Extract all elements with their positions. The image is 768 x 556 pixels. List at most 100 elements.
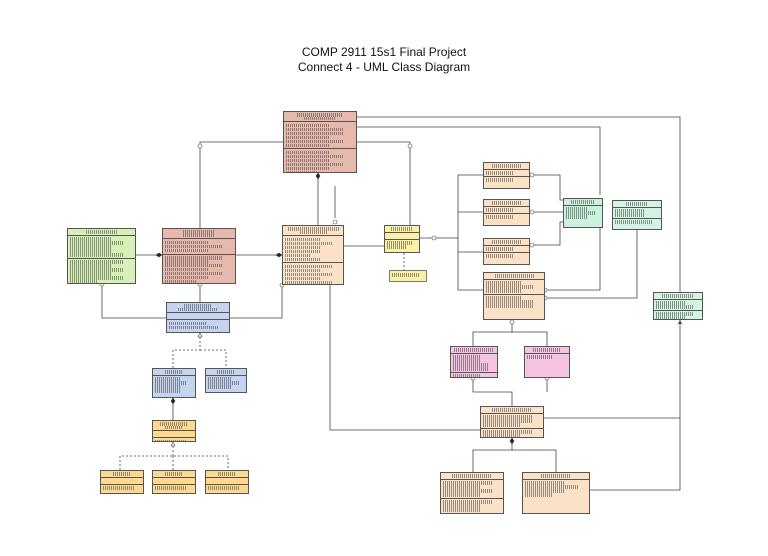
realization-line [200,349,227,368]
class-header [523,473,589,480]
realization-arrowhead [197,332,203,338]
title-line-1: COMP 2911 15s1 Final Project [301,45,467,59]
class-operations [451,373,497,377]
realization-arrowhead [170,441,176,447]
class-header [153,471,195,478]
class-operations [153,485,195,491]
class-header [564,199,602,206]
association-line [457,238,483,253]
class-operations [101,485,143,491]
class-player-dialog [450,346,498,378]
interface-note [389,270,427,282]
class-attributes [153,376,195,394]
class-game-board-panel [282,225,344,285]
class-header [283,226,343,237]
class-attributes [523,480,589,498]
class-strategy-hard [205,470,249,494]
class-attributes [283,236,343,264]
class-attributes [484,170,529,177]
class-header [525,347,569,354]
association-line [545,225,638,299]
class-board [67,228,136,284]
class-ai-player [152,368,196,398]
class-header [484,163,529,170]
class-operations [153,438,195,441]
association-end [431,235,437,241]
class-header [451,347,497,354]
class-operations [484,214,529,220]
association-line [472,320,513,346]
association-line [512,331,548,346]
association-end [407,143,413,149]
class-attributes [654,300,702,311]
class-operations [167,320,229,330]
class-header [101,471,143,478]
association-line [590,320,681,491]
class-player [166,302,230,333]
class-operations [484,295,544,309]
class-attributes [167,313,229,321]
class-operations [163,255,235,283]
class-attributes [484,207,529,214]
association-line [356,126,601,195]
association-end [529,242,535,248]
class-attributes [481,414,543,429]
class-strategy-easy [100,470,144,494]
class-header [385,226,419,233]
class-attributes [484,246,529,253]
class-colour-panel [440,472,504,514]
class-attributes [613,208,661,219]
class-ai-strategy [152,420,196,442]
class-attributes [385,233,419,240]
association-line [329,285,480,431]
class-header [163,229,235,240]
class-header [484,273,544,280]
class-operations [68,259,135,283]
association-end [509,319,515,325]
class-header [284,112,356,123]
class-operations [613,219,661,225]
class-operations [284,149,356,172]
class-attributes [153,478,195,485]
class-operations [481,429,543,437]
class-attributes [153,431,195,439]
class-strategy-medium [152,470,196,494]
association-line [199,141,284,228]
association-line [230,285,283,319]
class-attributes [525,354,569,360]
association-line [472,376,513,406]
interface-class [384,225,420,253]
class-header [206,369,246,376]
title-line-2: Connect 4 - UML Class Diagram [297,60,471,74]
association-end [332,219,338,225]
association-line [530,174,575,201]
class-game-settings [480,406,544,438]
association-line [356,116,681,300]
class-attributes [451,354,497,373]
association-end [529,209,535,215]
association-line [101,282,166,319]
class-header [484,200,529,207]
class-attributes [163,239,235,255]
association-end [529,172,535,178]
association-line [356,141,411,228]
class-header [481,407,543,414]
composition-diamond [509,437,515,445]
class-attributes [101,478,143,485]
association-line [545,228,601,291]
class-operations [283,263,343,284]
class-attributes [68,236,135,259]
association-line [457,252,483,291]
class-header [167,303,229,314]
class-game [283,111,357,173]
class-attributes [564,206,602,220]
realization-line [172,333,201,368]
composition-diamond [170,397,176,405]
class-button-listener [563,198,603,228]
composition-line [512,449,557,472]
class-header [153,421,195,432]
class-header [441,473,503,480]
class-header [654,293,702,300]
class-attributes [441,480,503,499]
